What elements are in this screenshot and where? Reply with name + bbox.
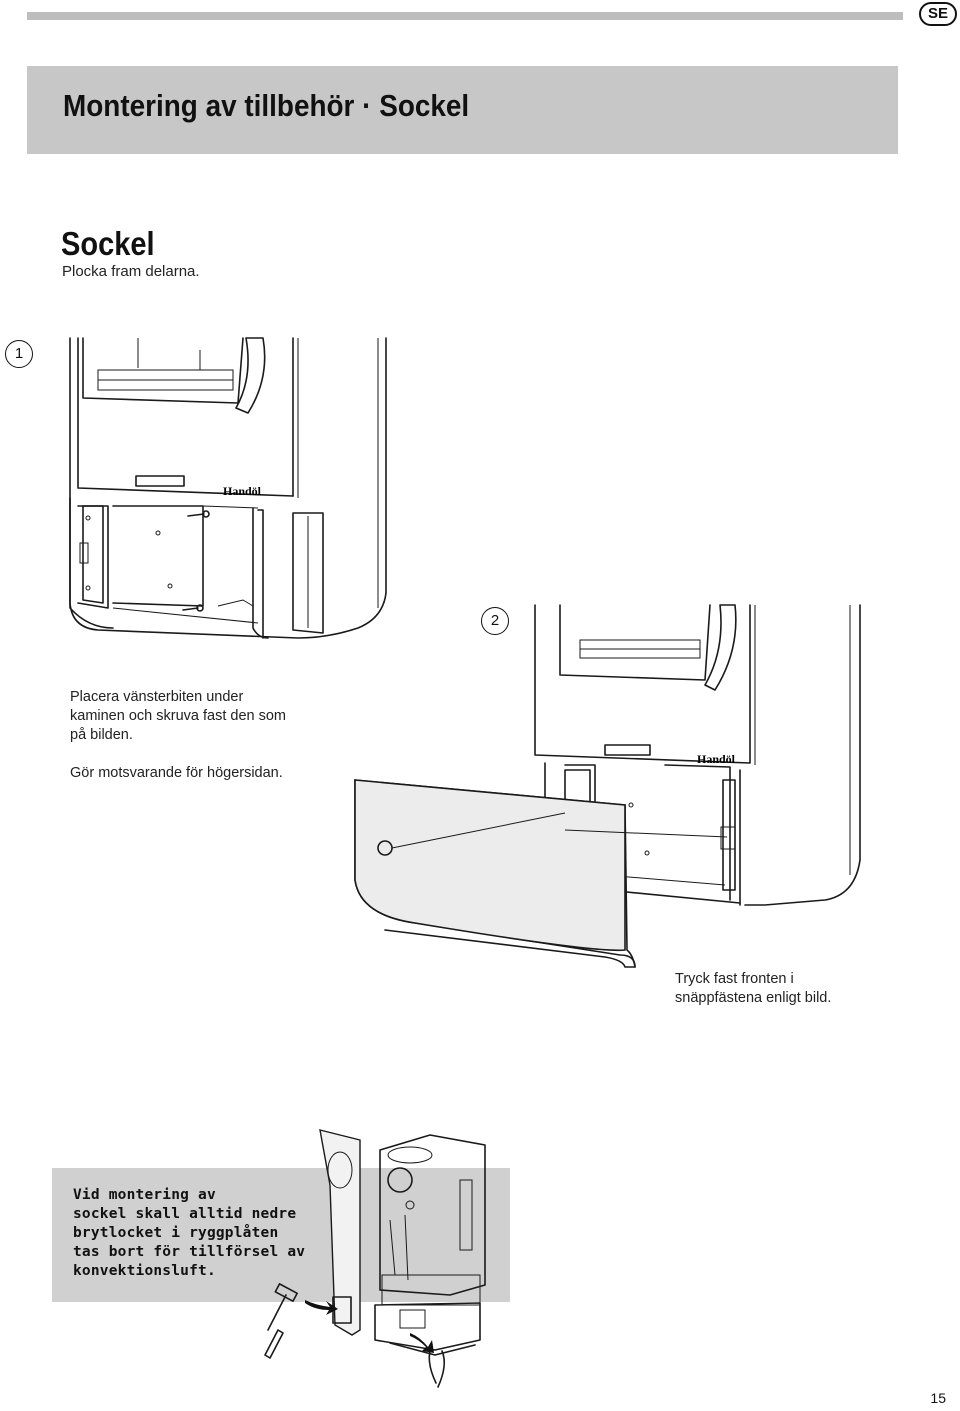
note-line: brytlocket i ryggplåten: [73, 1225, 279, 1241]
step-2-line: Tryck fast fronten i: [675, 971, 794, 987]
step-2-illustration: Handöl: [354, 604, 861, 968]
top-rule: [27, 12, 903, 20]
page-number: 15: [930, 1390, 946, 1406]
section-heading: Sockel: [61, 225, 155, 262]
brand-logo-2: Handöl: [697, 752, 736, 766]
step-2-instructions: Tryck fast fronten i snäppfästena enligt…: [675, 970, 831, 1008]
brand-logo-1: Handöl: [223, 484, 262, 498]
step-1-line: Placera vänsterbiten under: [70, 689, 244, 705]
step-1-illustration: Handöl: [69, 337, 387, 639]
step-2-badge: 2: [481, 607, 509, 635]
page-title: Montering av tillbehör · Sockel: [63, 88, 470, 123]
back-panel-illustration: [264, 1129, 486, 1388]
intro-text: Plocka fram delarna.: [62, 263, 200, 280]
note-text: Vid montering av sockel skall alltid ned…: [73, 1186, 313, 1281]
note-line: konvektionsluft.: [73, 1263, 216, 1279]
step-1-badge: 1: [5, 340, 33, 368]
step-1-note: Gör motsvarande för högersidan.: [70, 765, 283, 781]
note-line: Vid montering av: [73, 1187, 216, 1203]
step-1-instructions: Placera vänsterbiten under kaminen och s…: [70, 688, 286, 783]
language-badge: SE: [919, 2, 957, 26]
step-1-line: på bilden.: [70, 727, 133, 743]
note-line: sockel skall alltid nedre: [73, 1206, 297, 1222]
title-band: [27, 66, 898, 154]
step-2-line: snäppfästena enligt bild.: [675, 990, 832, 1006]
note-line: tas bort för tillförsel av: [73, 1244, 306, 1260]
step-1-line: kaminen och skruva fast den som: [70, 708, 286, 724]
note-box: [52, 1168, 510, 1302]
